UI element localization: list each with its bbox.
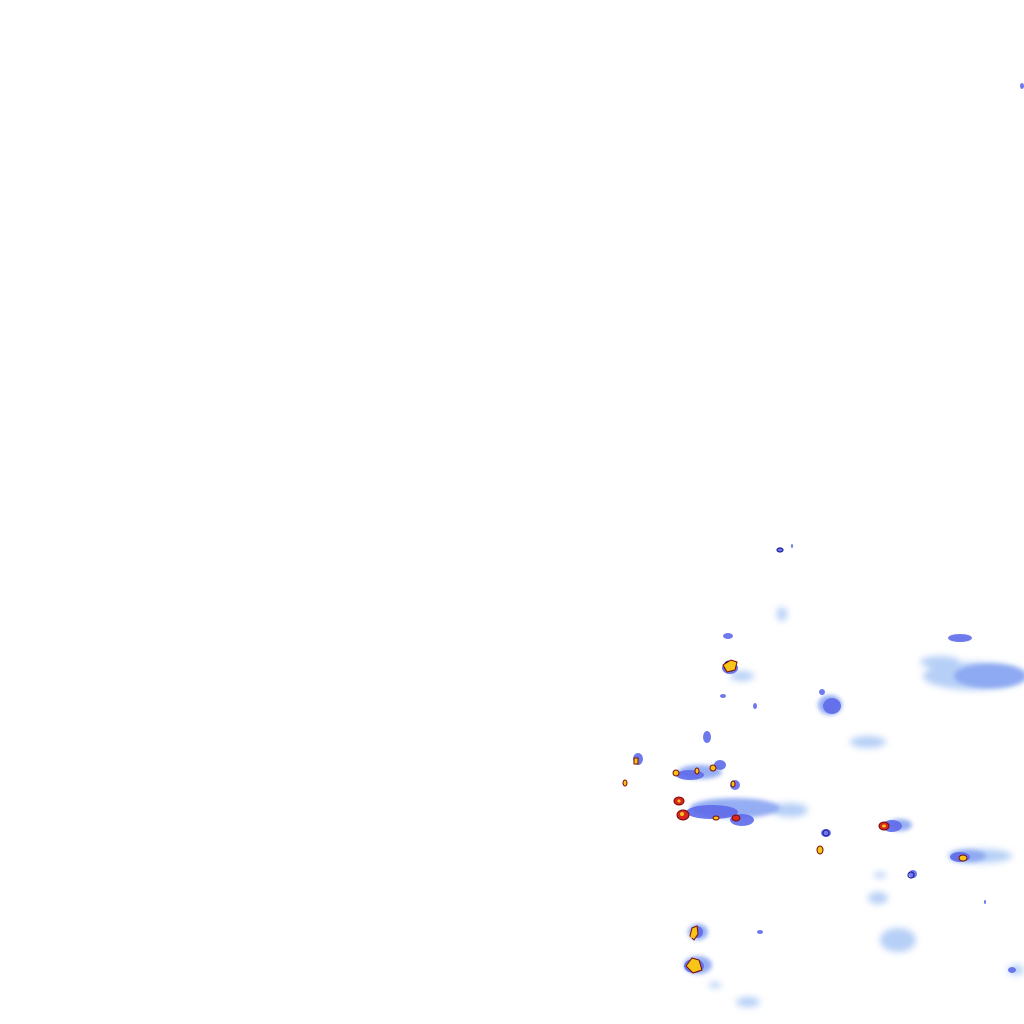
precip-cell <box>720 694 726 698</box>
precip-cell <box>874 872 886 878</box>
precip-cell <box>850 736 886 748</box>
precip-core <box>730 780 736 788</box>
precip-cell <box>686 805 738 819</box>
precip-cell <box>772 803 808 817</box>
precip-highlight-layer <box>677 799 886 938</box>
precip-core <box>672 769 680 777</box>
precip-core <box>722 659 738 673</box>
precip-cell <box>984 900 986 904</box>
precip-cell <box>723 633 733 639</box>
precip-core <box>816 845 824 855</box>
precip-core <box>958 854 968 862</box>
precip-cell <box>1008 967 1016 973</box>
precip-cell <box>730 671 754 681</box>
precip-cell <box>954 664 1024 688</box>
precip-cell <box>920 656 960 668</box>
precip-cell <box>714 760 726 770</box>
precip-cell <box>819 689 825 695</box>
precip-cell <box>753 703 757 709</box>
precip-contour <box>907 871 915 879</box>
precip-cell <box>1020 83 1024 89</box>
precip-core <box>712 815 720 821</box>
precip-core <box>633 757 639 765</box>
precip-highlight <box>677 799 681 803</box>
precip-cell <box>676 770 704 780</box>
precip-cell <box>777 548 783 552</box>
precip-cell <box>709 982 721 988</box>
precip-contour <box>776 547 784 553</box>
precip-cell <box>948 634 972 642</box>
precip-cell <box>880 928 916 952</box>
precip-cell <box>757 930 763 934</box>
precip-cell <box>703 731 711 743</box>
precip-contour <box>822 829 830 837</box>
precip-core <box>709 764 717 772</box>
precip-core <box>685 957 703 974</box>
precip-core <box>694 767 700 775</box>
precip-highlight <box>690 934 694 938</box>
precip-core <box>731 814 741 822</box>
precip-cell <box>791 544 793 548</box>
precip-core <box>622 779 628 787</box>
precip-cell <box>736 997 760 1007</box>
precip-cell <box>823 698 841 714</box>
precip-highlight <box>882 824 886 828</box>
precip-very-heavy-layer <box>673 796 890 831</box>
precip-cell <box>777 607 787 621</box>
precip-cell <box>868 892 888 904</box>
precip-highlight <box>680 812 684 816</box>
